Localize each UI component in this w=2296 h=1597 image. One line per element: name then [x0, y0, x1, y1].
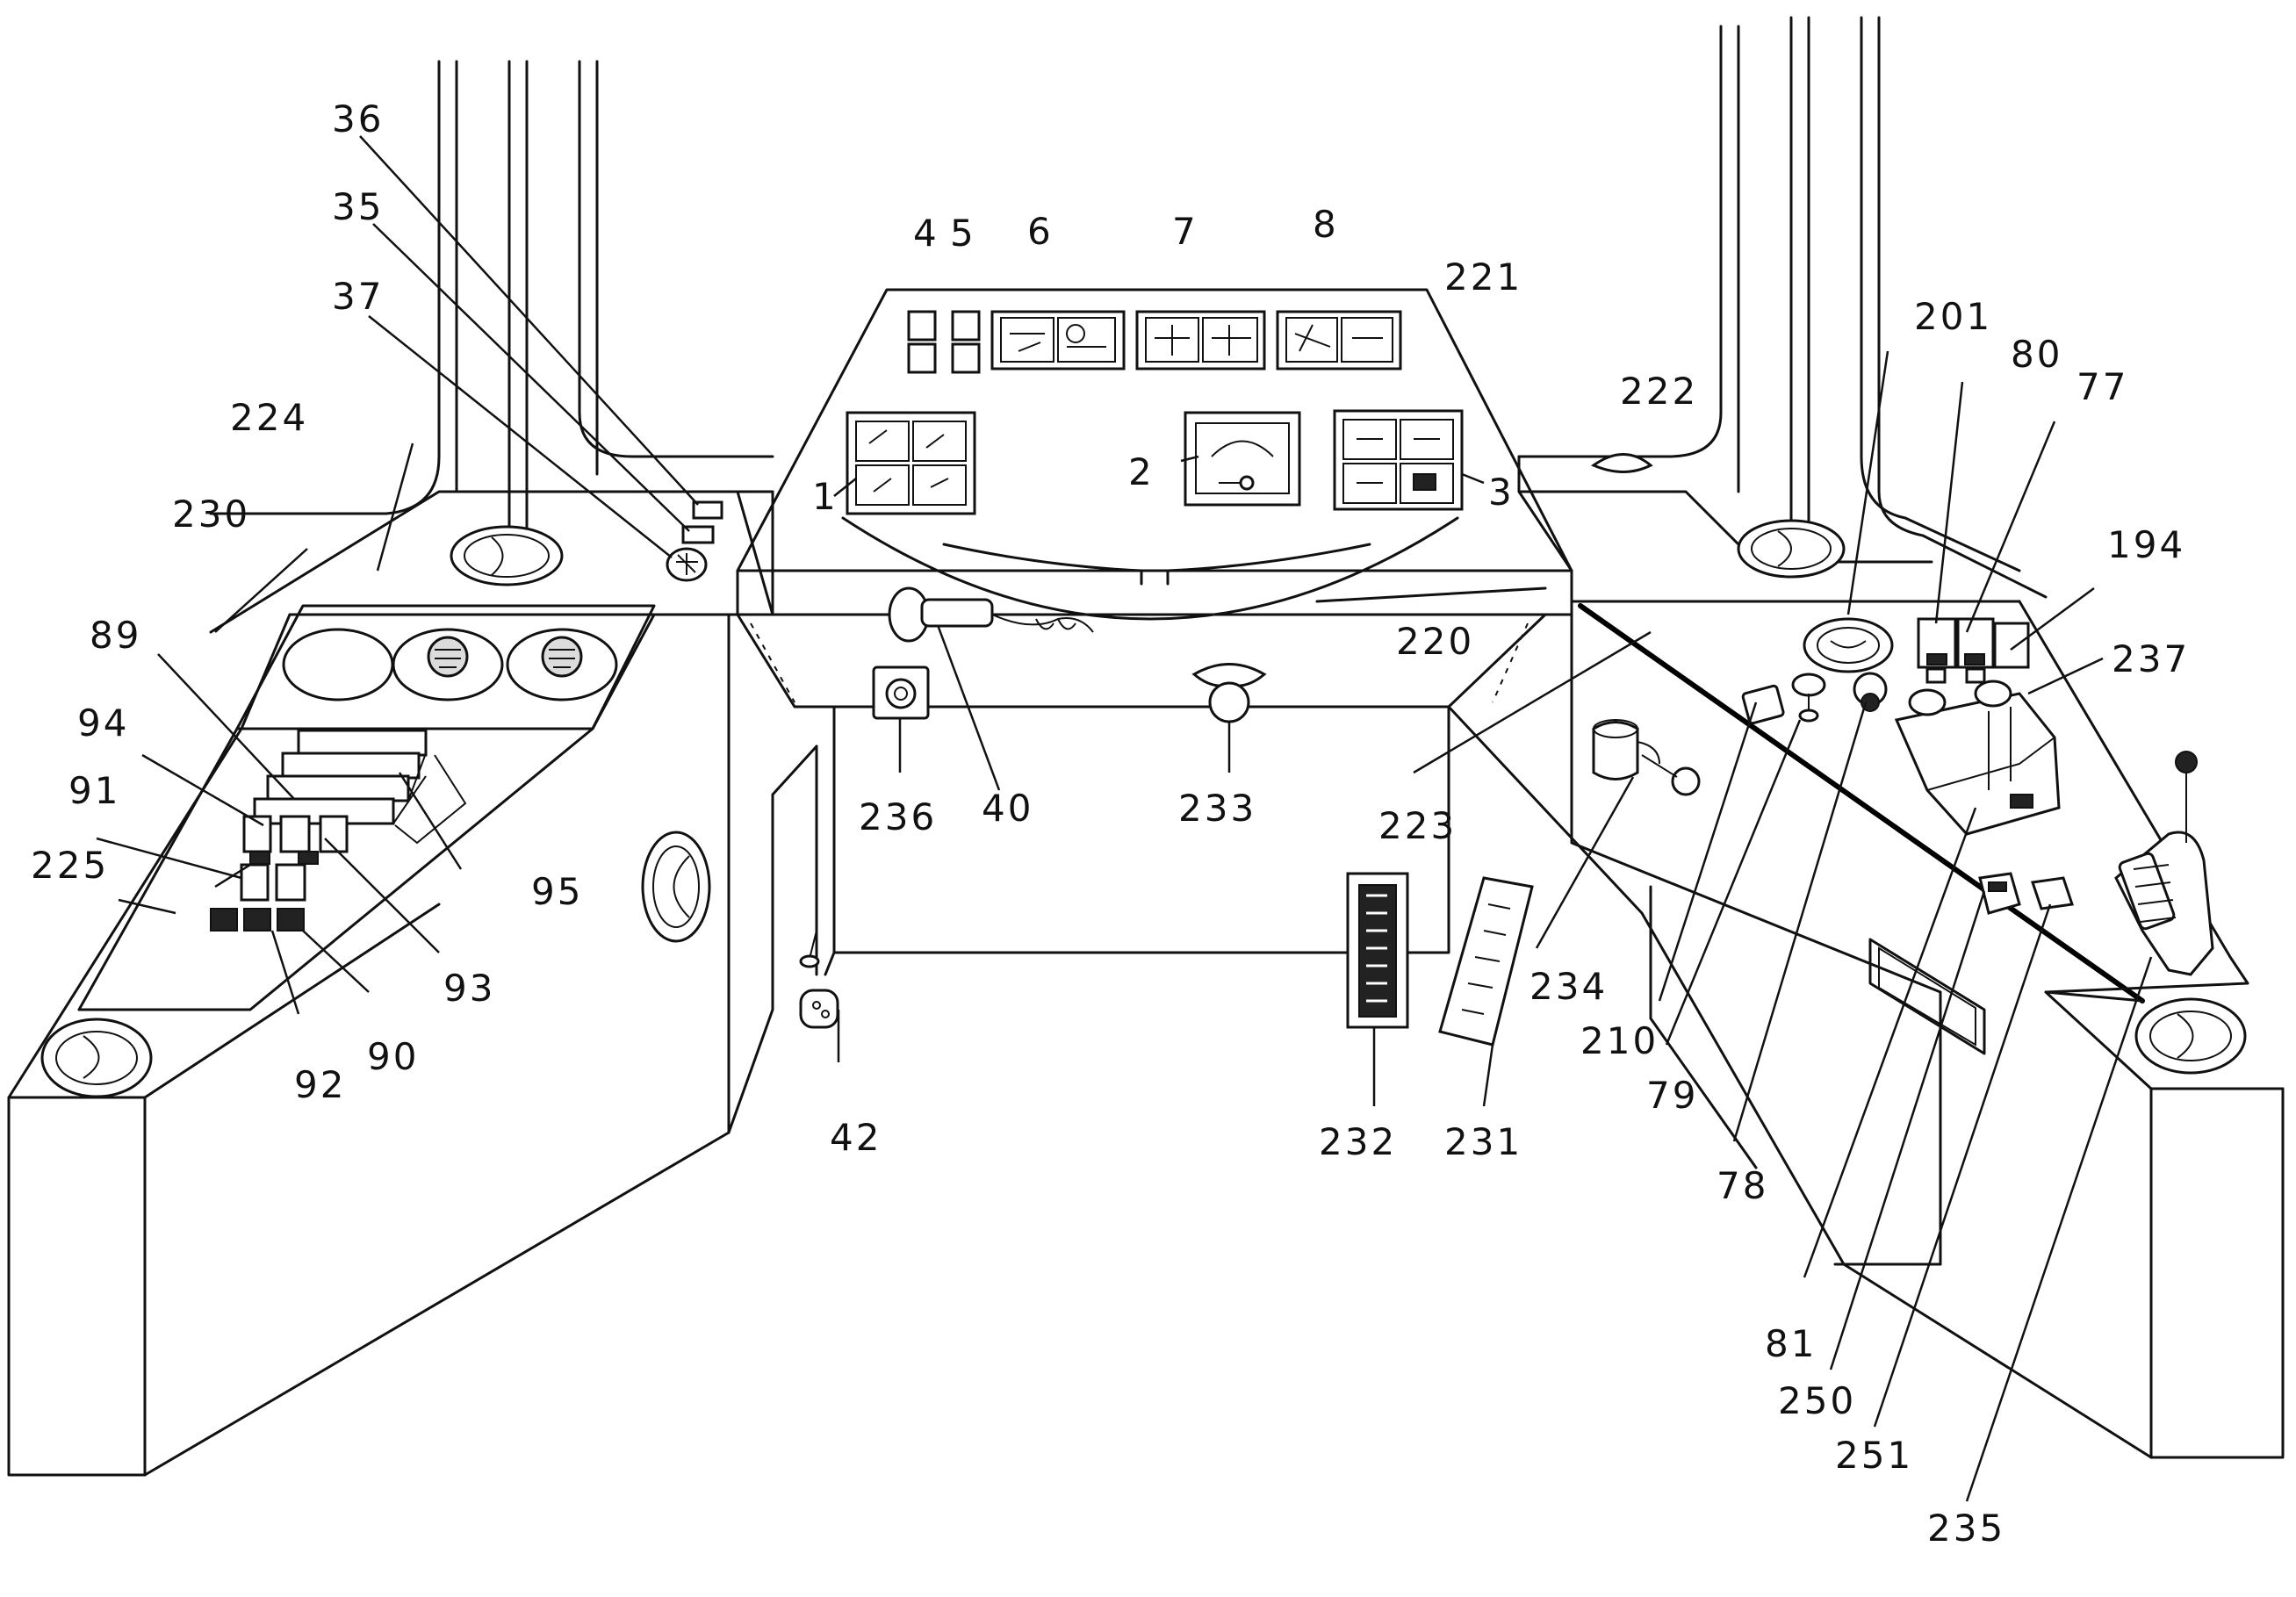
label-232: 232 [1319, 1120, 1397, 1163]
leader-lines [96, 135, 2153, 1502]
label-250: 250 [1778, 1379, 1856, 1422]
label-201: 201 [1914, 295, 1992, 338]
label-7: 7 [1172, 210, 1198, 253]
label-40: 40 [982, 787, 1033, 830]
label-223: 223 [1378, 804, 1457, 847]
label-235: 235 [1927, 1507, 2005, 1550]
right-desk-console [1447, 453, 2285, 1459]
label-230: 230 [172, 493, 250, 536]
label-78: 78 [1717, 1164, 1768, 1207]
label-6: 6 [1027, 210, 1054, 253]
label-224: 224 [230, 396, 308, 439]
label-222: 222 [1620, 370, 1698, 413]
label-90: 90 [367, 1035, 419, 1078]
label-81: 81 [1765, 1322, 1817, 1365]
label-36: 36 [332, 97, 384, 140]
label-210: 210 [1580, 1019, 1659, 1062]
label-37: 37 [332, 275, 384, 318]
label-231: 231 [1444, 1120, 1522, 1163]
label-8: 8 [1313, 203, 1339, 246]
label-3: 3 [1488, 471, 1515, 514]
label-234: 234 [1529, 965, 1608, 1008]
left-desk-console [7, 490, 774, 1477]
label-80: 80 [2011, 333, 2062, 376]
label-225: 225 [31, 844, 109, 887]
label-221: 221 [1444, 255, 1522, 299]
label-93: 93 [443, 967, 495, 1010]
label-194: 194 [2107, 523, 2185, 566]
label-95: 95 [531, 870, 583, 913]
label-77: 77 [2076, 365, 2128, 408]
label-233: 233 [1178, 787, 1256, 830]
instrument-panel-221 [736, 288, 1573, 621]
label-236: 236 [859, 795, 937, 838]
label-251: 251 [1835, 1434, 1913, 1477]
label-42: 42 [830, 1116, 882, 1159]
label-94: 94 [77, 701, 129, 745]
left-window-frame [209, 60, 774, 529]
right-window-frame [1517, 16, 2048, 599]
label-1: 1 [812, 475, 839, 518]
switch-block-89-95 [210, 729, 467, 932]
label-89: 89 [90, 614, 141, 657]
label-91: 91 [68, 769, 120, 812]
console-face-220 [727, 586, 1547, 1134]
label-5: 5 [950, 212, 976, 255]
label-92: 92 [294, 1063, 346, 1106]
label-237: 237 [2112, 637, 2190, 680]
gauge-panel-230 [235, 604, 656, 730]
reference-labels: 36 35 37 224 230 89 94 91 225 95 93 90 9… [31, 97, 2190, 1550]
label-35: 35 [332, 185, 384, 228]
label-4: 4 [913, 212, 939, 255]
label-220: 220 [1396, 620, 1474, 663]
label-79: 79 [1646, 1074, 1698, 1117]
label-2: 2 [1128, 450, 1155, 493]
